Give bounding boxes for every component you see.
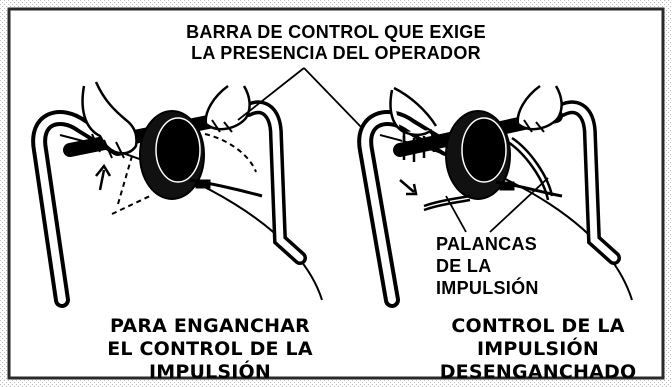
drive-disengaged-caption-line3: DESENGANCHADO (439, 361, 637, 383)
drive-levers-label-line3: IMPULSIÓN (436, 278, 539, 298)
right-mower-handle-illustration (357, 84, 633, 308)
engage-drive-caption-line2: EL CONTROL DE LA (107, 338, 313, 360)
drive-disengaged-caption-line2: IMPULSIÓN (476, 338, 600, 360)
operator-presence-bar-label-line1: BARRA DE CONTROL QUE EXIGE (186, 22, 486, 42)
drive-levers-label-line1: PALANCAS (436, 234, 538, 254)
drive-levers-label-line2: DE LA (436, 256, 492, 276)
leader-lines (237, 67, 549, 233)
drive-disengaged-caption: CONTROL DE LA IMPULSIÓN DESENGANCHADO (408, 315, 668, 384)
drive-disengaged-caption-line1: CONTROL DE LA (451, 315, 625, 337)
operator-presence-bar-label-line2: LA PRESENCIA DEL OPERADOR (191, 43, 481, 63)
engage-drive-caption: PARA ENGANCHAR EL CONTROL DE LA IMPULSIÓ… (80, 315, 340, 384)
drive-levers-label: PALANCAS DE LA IMPULSIÓN (436, 233, 606, 299)
engage-drive-caption-line1: PARA ENGANCHAR (110, 315, 310, 337)
left-mower-handle-illustration (31, 81, 323, 308)
operator-presence-bar-label: BARRA DE CONTROL QUE EXIGE LA PRESENCIA … (0, 22, 672, 64)
engage-drive-caption-line3: IMPULSIÓN (148, 361, 272, 383)
